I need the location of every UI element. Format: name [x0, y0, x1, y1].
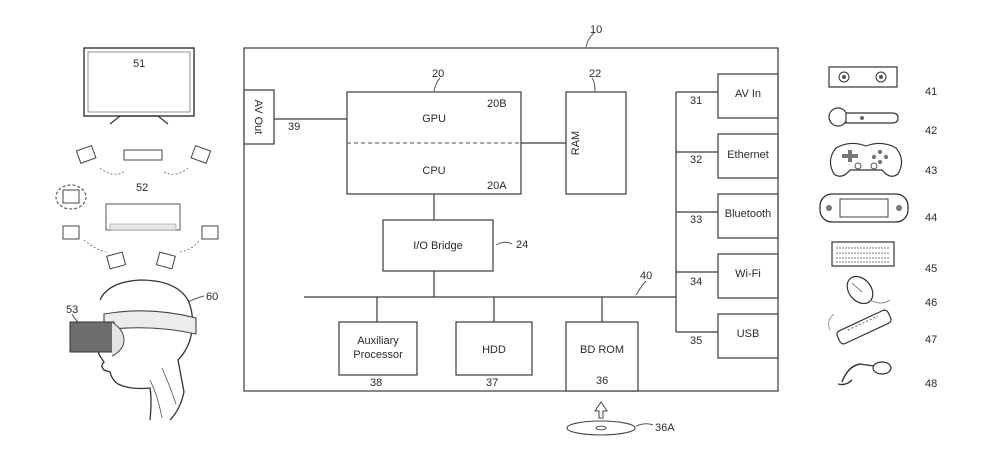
av-out-ref: 39	[288, 121, 300, 133]
io-bridge-ref: 24	[516, 239, 528, 251]
port-usb-block	[717, 313, 779, 359]
peripheral-ref-41: 41	[925, 86, 937, 98]
aux-label-line1: Auxiliary	[357, 335, 399, 347]
bdrom-label: BD ROM	[580, 344, 624, 356]
gamepad-icon	[829, 142, 903, 177]
hdd-block	[455, 321, 533, 376]
bdrom-ref: 36	[596, 375, 608, 387]
motion-controller-icon	[828, 107, 899, 127]
hdd-ref: 37	[486, 377, 498, 389]
port-usb-label: USB	[737, 328, 760, 340]
leader-io-bridge	[495, 241, 513, 246]
port-ethernet-label: Ethernet	[727, 149, 769, 161]
headset-icon	[837, 361, 892, 386]
keyboard-icon	[831, 241, 895, 267]
leader-hmd	[187, 295, 205, 303]
processor-ref: 20	[432, 68, 444, 80]
peripheral-ref-44: 44	[925, 212, 937, 224]
head-mounted-display-user-icon	[69, 279, 197, 421]
aux-label-line2: Processor	[353, 349, 403, 361]
ram-label: RAM	[570, 131, 582, 155]
system-ref: 10	[590, 24, 602, 36]
io-bridge-block	[382, 219, 494, 272]
cpu-ref: 20A	[487, 180, 507, 192]
io-bridge-label: I/O Bridge	[413, 240, 463, 252]
mouse-icon	[846, 275, 891, 305]
surround-ref: 52	[136, 182, 148, 194]
port-av-in-ref: 31	[690, 95, 702, 107]
leader-disc	[635, 423, 654, 427]
leader-bus	[635, 280, 647, 296]
leader-system	[585, 32, 595, 48]
disc-insert-arrow-icon	[594, 401, 608, 419]
peripheral-ref-43: 43	[925, 165, 937, 177]
peripheral-ref-47: 47	[925, 334, 937, 346]
peripheral-ref-45: 45	[925, 263, 937, 275]
disc-hole	[595, 425, 607, 431]
television-icon	[83, 47, 195, 125]
hdd-label: HDD	[482, 344, 506, 356]
gpu-ref: 20B	[487, 98, 507, 110]
port-bluetooth-label: Bluetooth	[725, 208, 771, 220]
surround-speakers-icon	[55, 144, 219, 270]
gpu-label: GPU	[422, 113, 446, 125]
remote-control-icon	[828, 309, 892, 345]
bdrom-block	[565, 321, 639, 392]
disc-ref: 36A	[655, 422, 675, 434]
aux-processor-block	[338, 321, 418, 376]
port-av-in-label: AV In	[735, 88, 761, 100]
leader-hmd-display	[71, 313, 79, 323]
leader-ram	[591, 77, 596, 92]
ram-block	[565, 91, 627, 195]
leader-processor	[433, 77, 441, 92]
port-usb-ref: 35	[690, 335, 702, 347]
cpu-label: CPU	[422, 165, 445, 177]
port-ethernet-block	[717, 133, 779, 179]
bus-ref: 40	[640, 270, 652, 282]
port-bluetooth-ref: 33	[690, 214, 702, 226]
port-wifi-label: Wi-Fi	[735, 268, 761, 280]
port-ethernet-ref: 32	[690, 154, 702, 166]
port-wifi-block	[717, 253, 779, 299]
peripheral-ref-42: 42	[925, 125, 937, 137]
tv-ref: 51	[133, 58, 145, 70]
av-out-label: AV Out	[252, 100, 264, 135]
aux-ref: 38	[370, 377, 382, 389]
port-bluetooth-block	[717, 193, 779, 239]
ram-ref: 22	[589, 68, 601, 80]
av-out-block	[243, 89, 275, 145]
hmd-ref: 60	[206, 291, 218, 303]
port-av-in-block	[717, 73, 779, 119]
camera-icon	[828, 66, 898, 88]
handheld-console-icon	[819, 193, 909, 223]
port-wifi-ref: 34	[690, 276, 702, 288]
hmd-display-ref: 53	[66, 304, 78, 316]
peripheral-ref-46: 46	[925, 297, 937, 309]
peripheral-ref-48: 48	[925, 378, 937, 390]
